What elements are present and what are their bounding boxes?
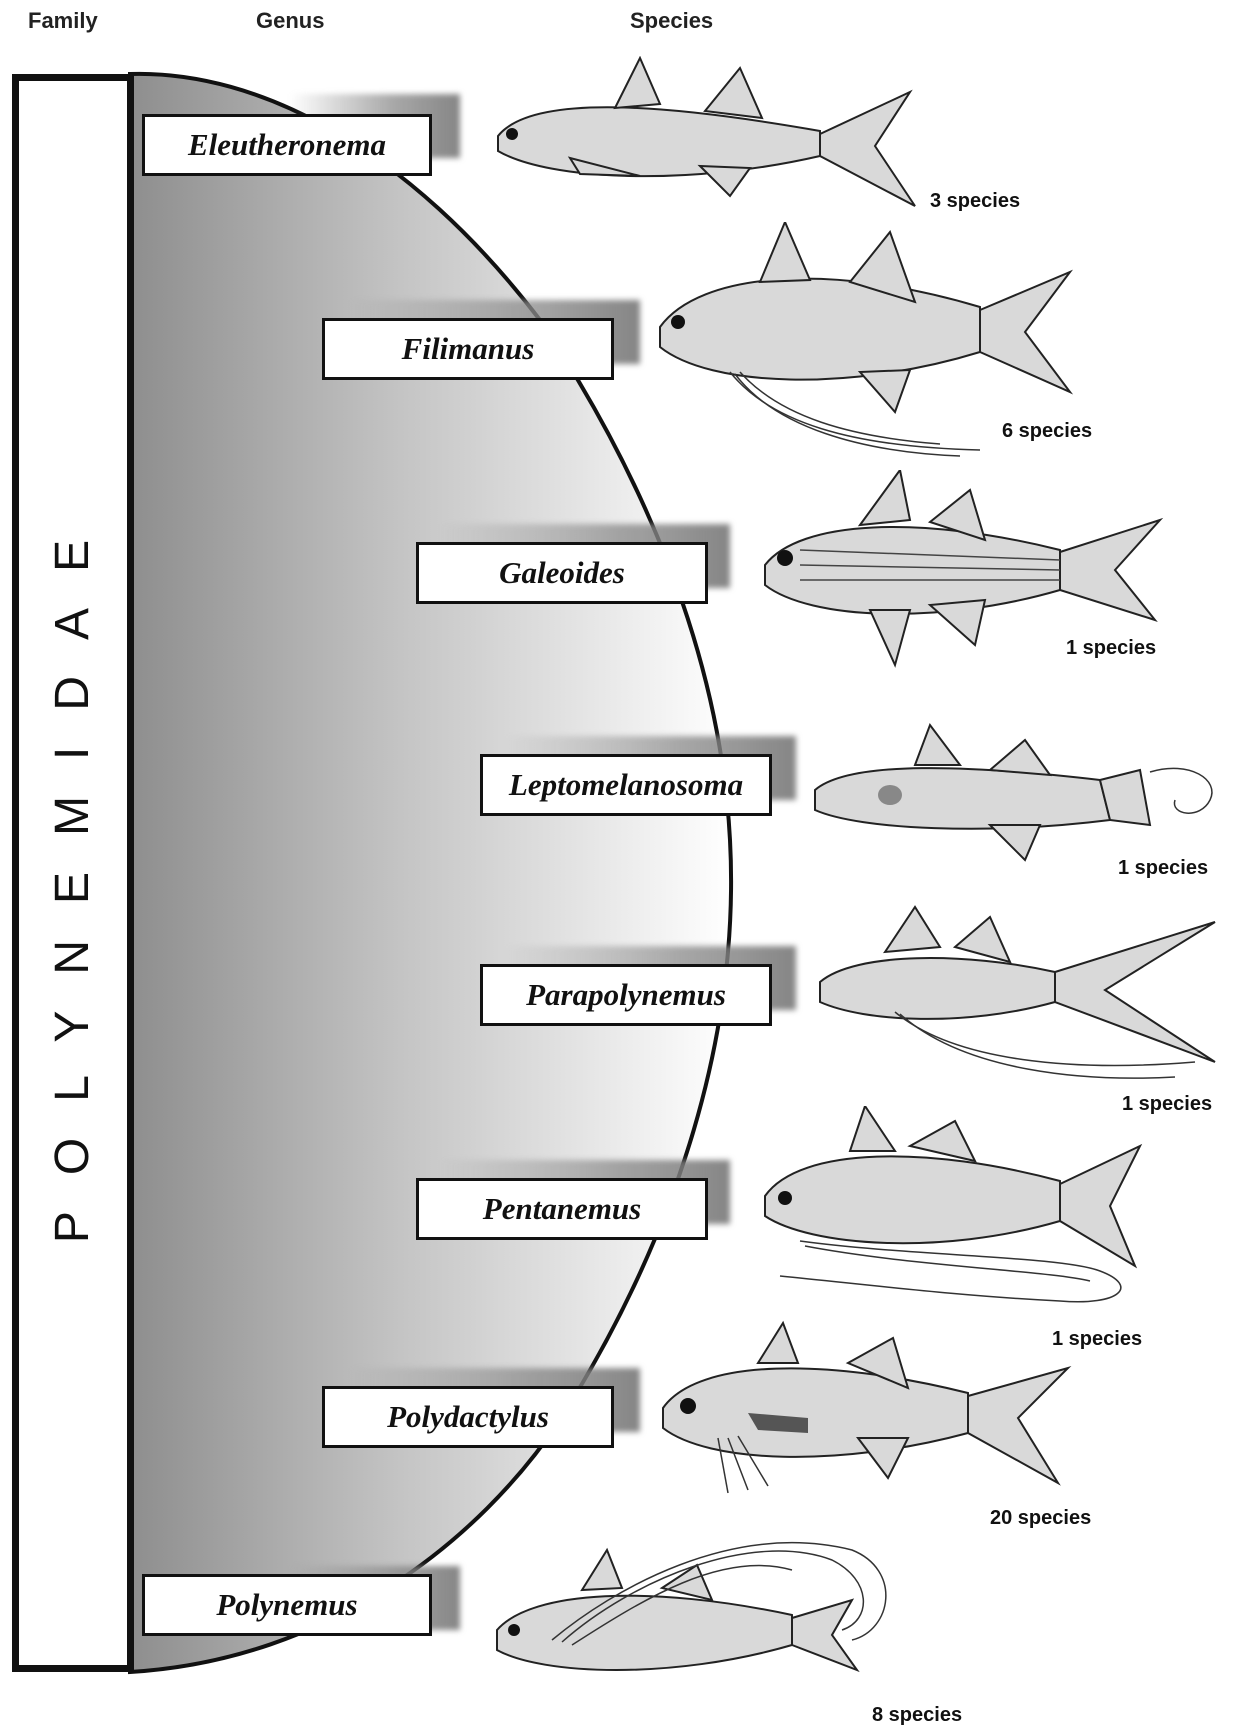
threadfin-fish-icon (658, 1318, 1078, 1498)
genus-box-parapolynemus: Parapolynemus (480, 964, 772, 1026)
genus-box-eleutheronema: Eleutheronema (142, 114, 432, 176)
fish-with-looped-filaments-icon (760, 1106, 1160, 1316)
species-count-pentanemus: 1 species (1052, 1328, 1142, 1351)
species-column-header: Species (630, 8, 713, 34)
fish-with-filamentous-tail-icon (810, 720, 1230, 870)
species-count-filimanus: 6 species (1002, 420, 1092, 443)
family-box: POLYNEMIDAE (12, 74, 134, 1672)
species-count-polydactylus: 20 species (990, 1507, 1091, 1530)
genus-box-filimanus: Filimanus (322, 318, 614, 380)
genus-column-header: Genus (256, 8, 324, 34)
species-count-eleutheronema: 3 species (930, 190, 1020, 213)
genus-box-leptomelanosoma: Leptomelanosoma (480, 754, 772, 816)
fish-with-forked-tail-icon (490, 56, 920, 216)
genus-box-galeoides: Galeoides (416, 542, 708, 604)
species-count-polynemus: 8 species (872, 1704, 962, 1727)
species-count-leptomelanosoma: 1 species (1118, 857, 1208, 880)
family-column-header: Family (28, 8, 98, 34)
fish-with-very-long-filaments-icon (492, 1530, 912, 1700)
family-name: POLYNEMIDAE (46, 503, 101, 1242)
genus-box-polydactylus: Polydactylus (322, 1386, 614, 1448)
genus-box-pentanemus: Pentanemus (416, 1178, 708, 1240)
genus-box-polynemus: Polynemus (142, 1574, 432, 1636)
species-count-galeoides: 1 species (1066, 637, 1156, 660)
species-count-parapolynemus: 1 species (1122, 1093, 1212, 1116)
fish-with-elongate-tail-lobes-icon (815, 902, 1235, 1102)
